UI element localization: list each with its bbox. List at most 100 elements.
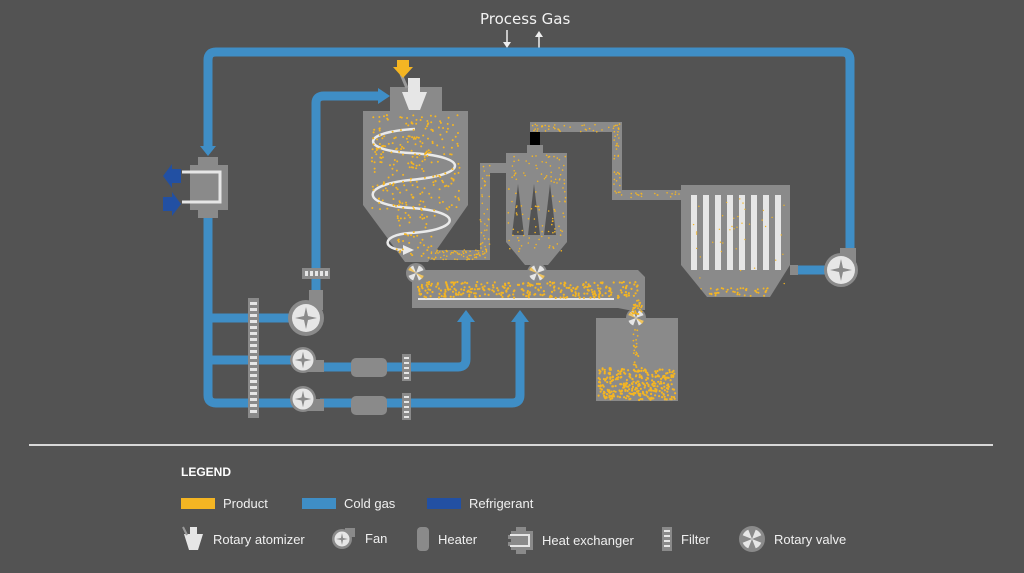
particle — [528, 237, 530, 239]
particle — [629, 397, 632, 400]
particle — [627, 385, 630, 388]
particle — [620, 291, 623, 294]
filter-bag — [751, 195, 757, 270]
particle — [633, 345, 635, 348]
particle — [437, 126, 440, 129]
particle — [389, 164, 391, 167]
particle — [462, 292, 465, 295]
particle — [739, 198, 741, 200]
particle — [454, 258, 456, 261]
particle — [669, 379, 672, 382]
particle — [608, 394, 612, 398]
particle — [726, 201, 728, 204]
particle — [635, 342, 638, 345]
particle — [536, 130, 538, 132]
particle — [374, 151, 377, 153]
particle — [521, 229, 524, 232]
particle — [572, 286, 575, 290]
particle — [474, 256, 476, 259]
particle — [420, 255, 423, 257]
particle — [609, 391, 612, 394]
particle — [538, 209, 540, 211]
particle — [662, 382, 666, 385]
particle — [663, 389, 667, 392]
particle — [584, 281, 588, 284]
particle — [632, 339, 635, 342]
cold-gas-swatch — [302, 498, 336, 509]
particle — [395, 204, 397, 207]
particle — [507, 222, 510, 224]
particle — [483, 293, 487, 296]
particle — [439, 121, 442, 124]
legend-label: Heat exchanger — [542, 532, 634, 548]
particle — [439, 120, 442, 123]
particle — [417, 246, 419, 249]
particle — [557, 287, 560, 290]
particle — [387, 176, 390, 179]
particle — [543, 293, 546, 296]
particle — [424, 127, 427, 130]
particle — [371, 185, 374, 188]
particle — [387, 142, 390, 145]
particle — [536, 124, 538, 127]
particle — [409, 180, 412, 183]
particle — [511, 165, 514, 167]
particle — [477, 253, 479, 255]
particle — [634, 281, 637, 284]
particle — [643, 386, 646, 389]
particle — [515, 206, 518, 209]
particle — [438, 251, 441, 253]
particle — [515, 192, 517, 195]
particle — [618, 137, 620, 139]
particle — [443, 185, 446, 188]
particle — [421, 160, 424, 163]
particle — [631, 389, 634, 392]
particle — [536, 167, 538, 170]
particle — [450, 146, 453, 149]
particle — [719, 241, 722, 243]
particle — [634, 292, 637, 295]
filter-bag — [727, 195, 733, 270]
refrigerant-swatch — [427, 498, 461, 509]
filter-slot — [250, 314, 257, 317]
particle — [441, 179, 444, 182]
particle — [541, 161, 543, 163]
particle — [666, 372, 669, 375]
particle — [412, 163, 415, 166]
particle — [419, 192, 422, 195]
particle — [535, 155, 537, 157]
particle — [401, 145, 403, 148]
particle — [391, 167, 394, 170]
particle — [528, 162, 530, 165]
particle — [373, 161, 376, 164]
particle — [586, 286, 589, 289]
particle — [757, 291, 760, 294]
particle — [596, 284, 599, 287]
particle — [662, 393, 665, 396]
particle — [409, 216, 412, 219]
particle — [753, 267, 756, 269]
particle — [556, 182, 558, 184]
particle — [410, 166, 413, 169]
particle — [428, 151, 430, 154]
particle — [423, 217, 426, 219]
particle — [558, 179, 561, 181]
particle — [402, 153, 404, 156]
particle — [775, 259, 777, 261]
particle — [618, 389, 621, 392]
particle — [552, 231, 554, 234]
particle — [610, 390, 613, 393]
particle — [708, 292, 711, 295]
particle — [633, 349, 636, 352]
particle — [414, 137, 417, 140]
particle — [583, 292, 586, 295]
particle — [529, 284, 532, 287]
particle — [375, 147, 378, 150]
particle — [416, 234, 419, 237]
particle — [625, 295, 628, 298]
particle — [454, 289, 457, 292]
particle — [638, 376, 641, 379]
particle — [426, 285, 429, 288]
particle — [500, 293, 503, 297]
particle — [481, 194, 483, 196]
